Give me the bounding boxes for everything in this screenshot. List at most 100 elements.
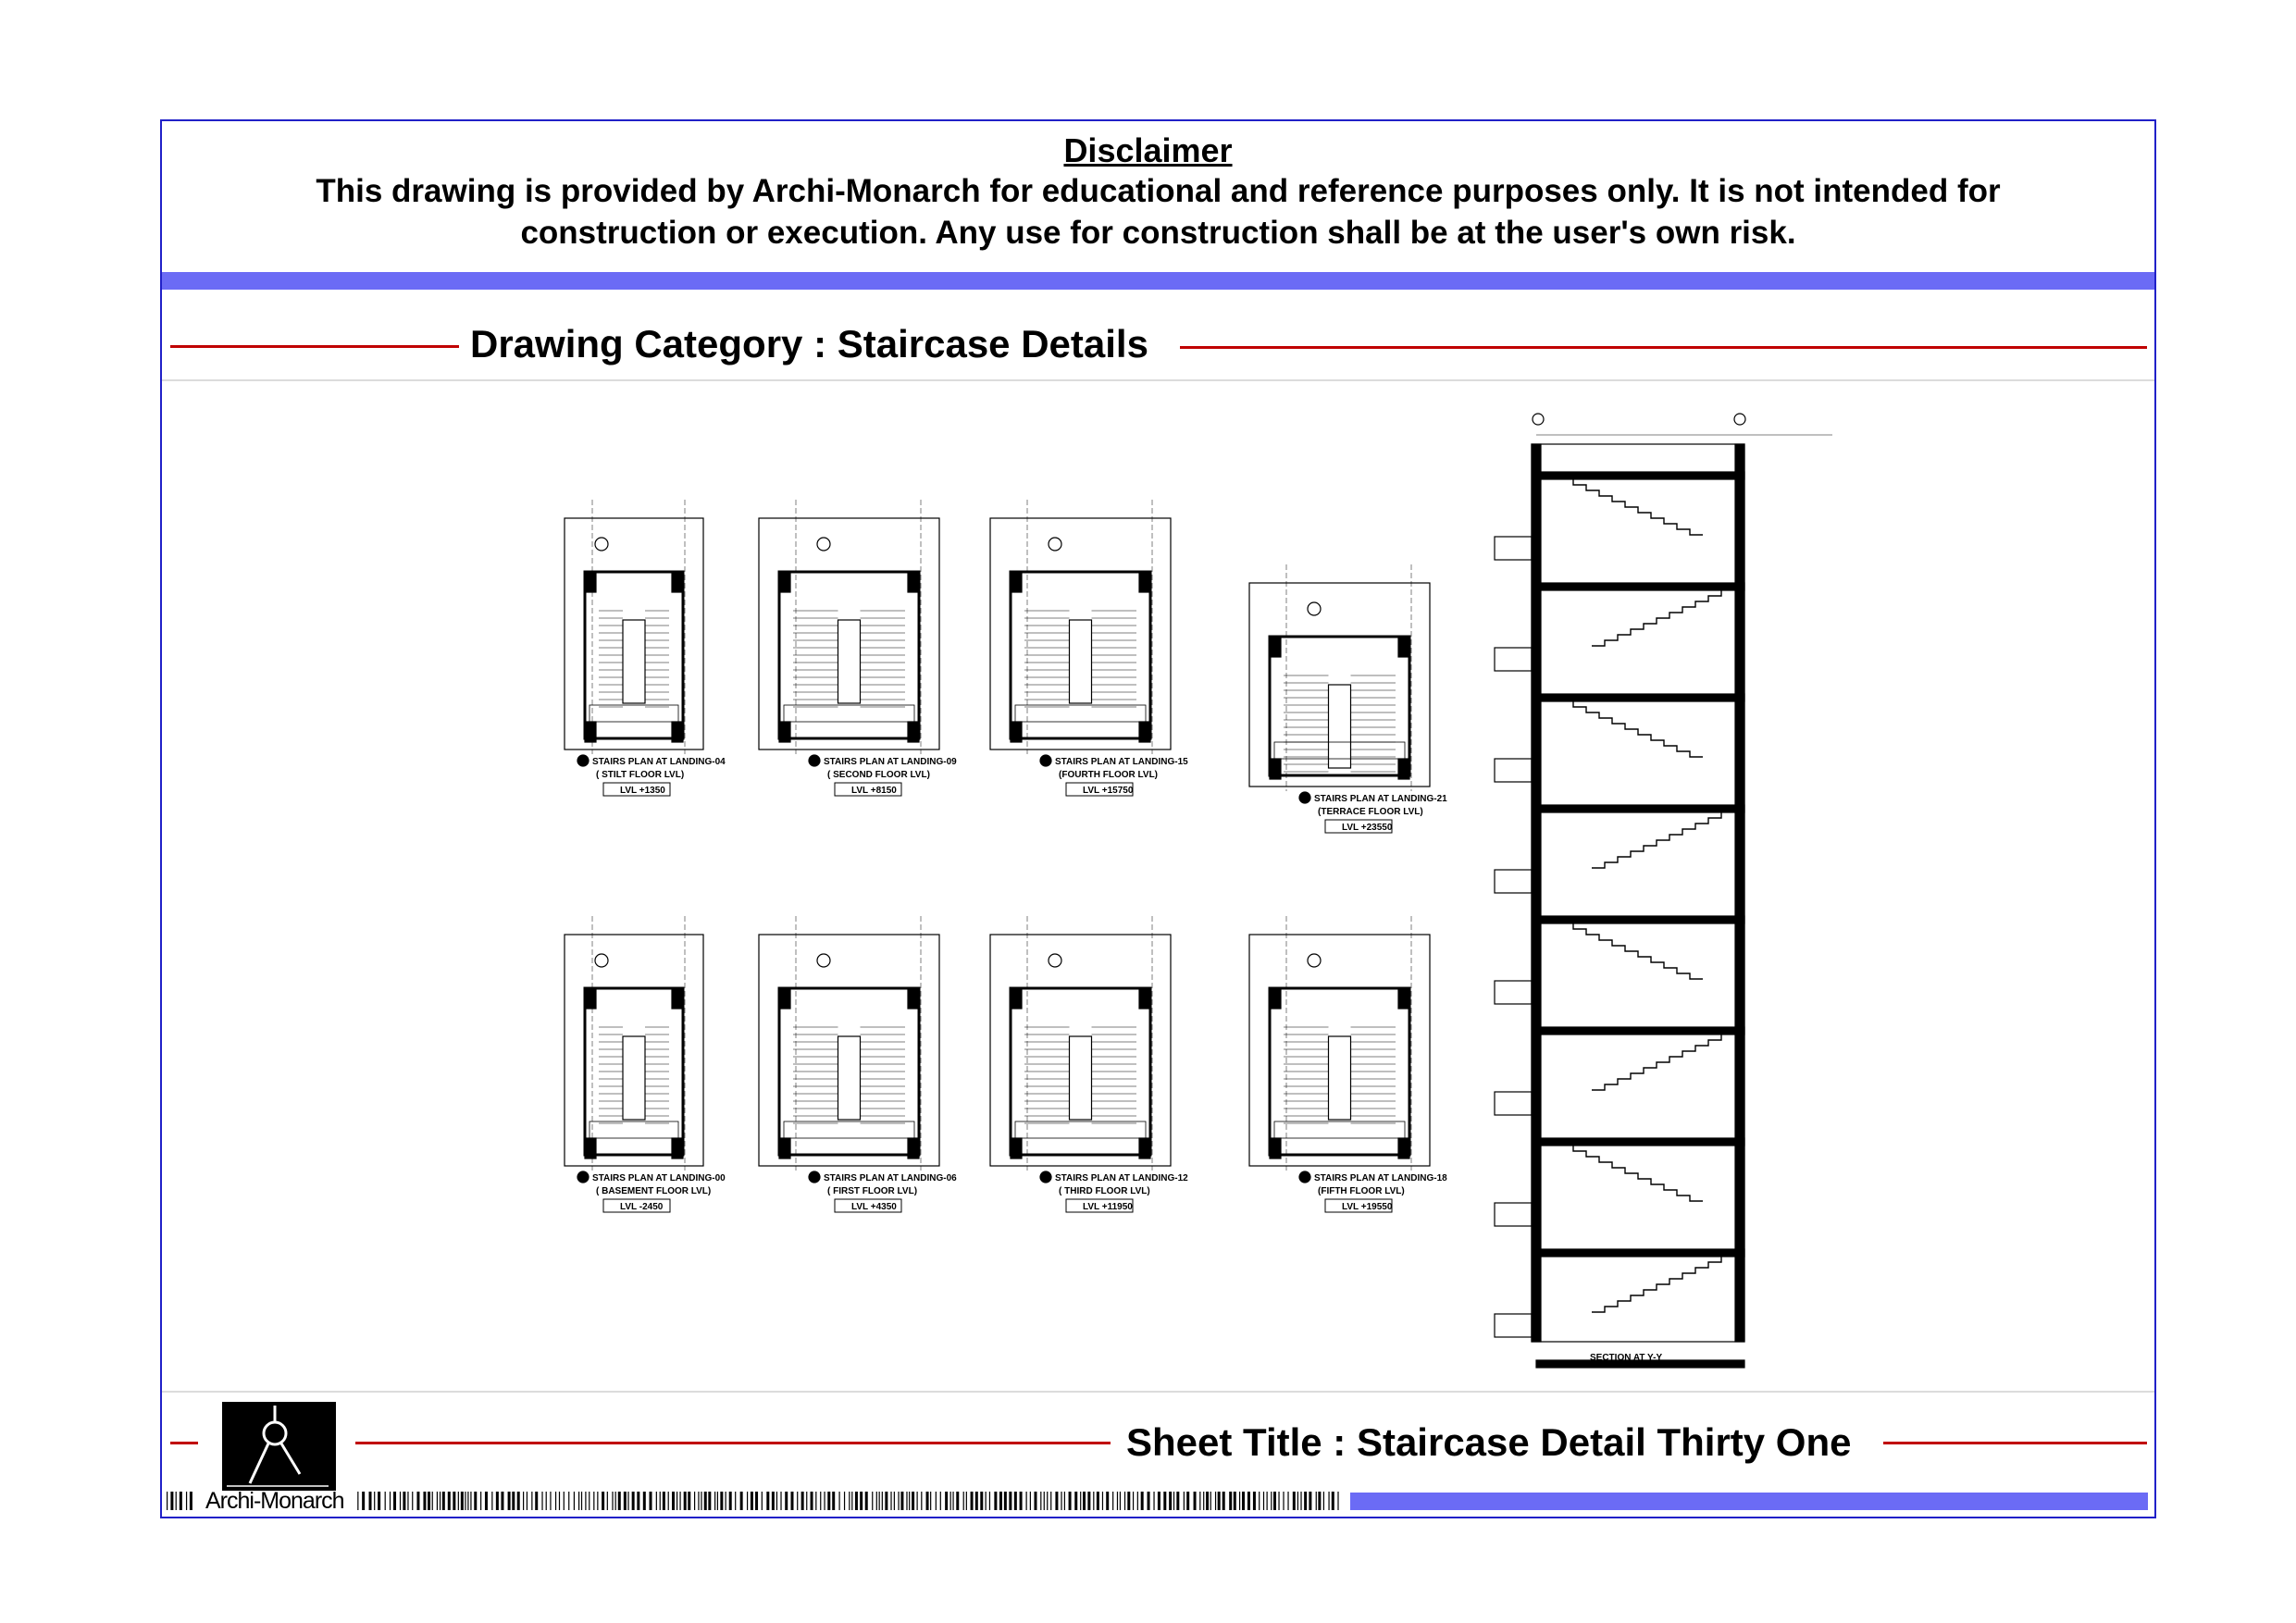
- barcode-bar: [1176, 1492, 1180, 1510]
- balcony: [1494, 869, 1533, 894]
- barcode-bar: [708, 1492, 712, 1510]
- barcode-bar: [623, 1492, 627, 1510]
- barcode-bar: [1009, 1492, 1012, 1510]
- barcode-bar: [378, 1492, 381, 1510]
- shaft-room: [783, 704, 915, 723]
- barcode-bar: [667, 1492, 669, 1510]
- column: [1010, 721, 1023, 743]
- barcode-bar: [851, 1492, 853, 1510]
- barcode-bar: [1278, 1492, 1280, 1510]
- barcode-bar: [1040, 1492, 1042, 1510]
- barcode-bar: [573, 1492, 576, 1510]
- column: [778, 1137, 791, 1159]
- column: [1269, 1137, 1282, 1159]
- footer-bar: [1350, 1493, 2148, 1510]
- barcode-bar: [1222, 1492, 1225, 1510]
- column: [907, 571, 920, 593]
- column: [584, 987, 597, 1010]
- level-box: [834, 782, 902, 797]
- barcode-bar: [453, 1492, 456, 1510]
- barcode-bar: [1271, 1492, 1272, 1510]
- barcode-bar: [1337, 1492, 1339, 1510]
- barcode-bar: [612, 1492, 614, 1510]
- sheet-rule-right: [1883, 1442, 2147, 1444]
- barcode-bar: [436, 1492, 439, 1510]
- barcode-bar: [1136, 1492, 1138, 1510]
- slab: [1535, 1137, 1745, 1146]
- barcode-bar: [545, 1492, 547, 1510]
- column: [1269, 758, 1282, 780]
- stair-plan: [564, 916, 704, 1213]
- barcode-bar: [820, 1492, 822, 1510]
- barcode-bar: [900, 1492, 904, 1510]
- plan-level: LVL +19550: [1342, 1202, 1393, 1212]
- barcode-bar: [916, 1492, 918, 1510]
- section-marker-icon: [1039, 1171, 1052, 1183]
- barcode-bar: [447, 1492, 451, 1510]
- barcode-bar: [167, 1492, 168, 1510]
- barcode-bar: [403, 1492, 406, 1510]
- barcode-bar: [631, 1492, 635, 1510]
- barcode-bar: [1214, 1492, 1217, 1510]
- balcony: [1494, 1202, 1533, 1227]
- divider: [162, 1391, 2154, 1393]
- stair-plan: [1248, 564, 1431, 834]
- sheet-rule-mid: [355, 1442, 1111, 1444]
- barcode-bar: [523, 1492, 525, 1510]
- barcode-bar: [1147, 1492, 1150, 1510]
- barcode-bar: [470, 1492, 472, 1510]
- plan-floor: ( BASEMENT FLOOR LVL): [596, 1186, 711, 1196]
- barcode-bar: [776, 1492, 778, 1510]
- barcode-bar: [1252, 1492, 1256, 1510]
- barcode-bar: [428, 1492, 431, 1510]
- barcode-bar: [806, 1492, 808, 1510]
- barcode-strip: [167, 1492, 1339, 1510]
- barcode-bar: [1093, 1492, 1095, 1510]
- barcode-bar: [179, 1492, 182, 1510]
- stair-well: [622, 619, 646, 704]
- stair-flight: [1592, 1257, 1722, 1313]
- barcode-bar: [881, 1492, 883, 1510]
- stair-walls: [583, 986, 685, 1157]
- barcode-bar: [683, 1492, 687, 1510]
- stair-flight: [1572, 1146, 1703, 1202]
- barcode-bar: [720, 1492, 724, 1510]
- barcode-bar: [746, 1492, 749, 1510]
- barcode-bar: [589, 1492, 590, 1510]
- column: [778, 987, 791, 1010]
- plan-floor: ( SECOND FLOOR LVL): [827, 770, 930, 780]
- balcony: [1494, 1313, 1533, 1338]
- barcode-bar: [467, 1492, 469, 1510]
- barcode-bar: [480, 1492, 482, 1510]
- barcode-bar: [1210, 1492, 1211, 1510]
- slab: [1535, 1026, 1745, 1035]
- barcode-bar: [1074, 1492, 1078, 1510]
- barcode-bar: [439, 1492, 441, 1510]
- barcode-bar: [1019, 1492, 1023, 1510]
- barcode-bar: [1304, 1492, 1308, 1510]
- barcode-bar: [175, 1492, 177, 1510]
- barcode-bar: [878, 1492, 880, 1510]
- barcode-bar: [672, 1492, 676, 1510]
- barcode-bar: [1287, 1492, 1289, 1510]
- barcode-bar: [1309, 1492, 1312, 1510]
- barcode-bar: [676, 1492, 678, 1510]
- stair-flight: [1592, 812, 1722, 869]
- balcony: [1494, 536, 1533, 561]
- shaft-room: [1273, 741, 1406, 760]
- stair-plan: [989, 500, 1172, 797]
- barcode-bar: [750, 1492, 753, 1510]
- barcode-bar: [1096, 1492, 1099, 1510]
- slab: [1535, 1248, 1745, 1258]
- barcode-bar: [531, 1492, 533, 1510]
- column: [1269, 987, 1282, 1010]
- column: [778, 721, 791, 743]
- barcode-bar: [832, 1492, 836, 1510]
- barcode-bar: [662, 1492, 665, 1510]
- section-marker-icon: [808, 754, 821, 767]
- column: [1010, 1137, 1023, 1159]
- barcode-bar: [1300, 1492, 1302, 1510]
- barcode-bar: [909, 1492, 911, 1510]
- barcode-bar: [1203, 1492, 1205, 1510]
- barcode-bar: [1193, 1492, 1197, 1510]
